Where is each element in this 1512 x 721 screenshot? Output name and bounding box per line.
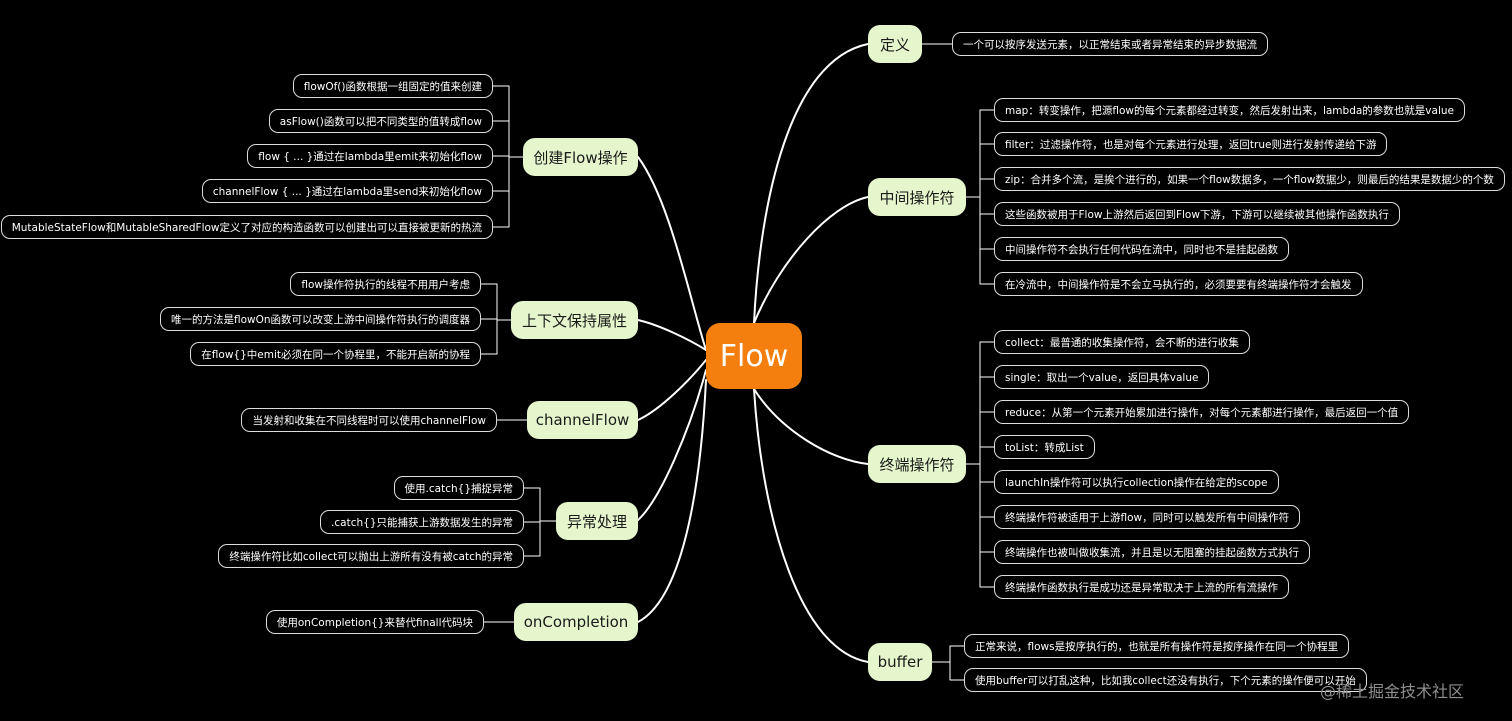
branch-context-preservation[interactable]: 上下文保持属性 <box>511 301 638 339</box>
leaf-exception-1[interactable]: 使用.catch{}捕捉异常 <box>393 476 524 500</box>
watermark: @稀土掘金技术社区 <box>1320 682 1465 701</box>
leaf-terminal-4[interactable]: toList：转成List <box>994 435 1095 459</box>
leaf-create-2[interactable]: asFlow()函数可以把不同类型的值转成flow <box>268 109 493 133</box>
leaf-buffer-1[interactable]: 正常来说，flows是按序执行的，也就是所有操作符是按序操作在同一个协程里 <box>964 634 1350 658</box>
leaf-terminal-8[interactable]: 终端操作函数执行是成功还是异常取决于上流的所有流操作 <box>994 575 1289 599</box>
leaf-channelflow-1[interactable]: 当发射和收集在不同线程时可以使用channelFlow <box>241 408 497 432</box>
leaf-intermediate-3[interactable]: zip：合并多个流，是挨个进行的，如果一个flow数据多，一个flow数据少，则… <box>994 167 1505 191</box>
root-node-flow[interactable]: Flow <box>706 323 802 389</box>
leaf-intermediate-6[interactable]: 在冷流中，中间操作符是不会立马执行的，必须要要有终端操作符才会触发 <box>994 272 1363 296</box>
leaf-terminal-3[interactable]: reduce：从第一个元素开始累加进行操作，对每个元素都进行操作，最后返回一个值 <box>994 400 1410 424</box>
branch-intermediate-operators[interactable]: 中间操作符 <box>868 178 966 216</box>
leaf-exception-3[interactable]: 终端操作符比如collect可以抛出上游所有没有被catch的异常 <box>218 544 524 568</box>
branch-oncompletion[interactable]: onCompletion <box>514 603 638 641</box>
leaf-context-1[interactable]: flow操作符执行的线程不用用户考虑 <box>290 272 481 296</box>
leaf-intermediate-4[interactable]: 这些函数被用于Flow上游然后返回到Flow下游，下游可以继续被其他操作函数执行 <box>994 202 1400 226</box>
leaf-terminal-6[interactable]: 终端操作符被适用于上游flow，同时可以触发所有中间操作符 <box>994 505 1301 529</box>
branch-channelflow[interactable]: channelFlow <box>527 401 638 439</box>
leaf-terminal-1[interactable]: collect：最普通的收集操作符，会不断的进行收集 <box>994 330 1250 354</box>
branch-buffer[interactable]: buffer <box>868 643 932 681</box>
branch-definition[interactable]: 定义 <box>868 25 922 63</box>
leaf-intermediate-1[interactable]: map：转变操作，把源flow的每个元素都经过转变，然后发射出来，lambda的… <box>994 98 1465 122</box>
branch-terminal-operators[interactable]: 终端操作符 <box>868 445 966 483</box>
leaf-terminal-5[interactable]: launchIn操作符可以执行collection操作在给定的scope <box>994 470 1279 494</box>
leaf-create-1[interactable]: flowOf()函数根据一组固定的值来创建 <box>292 74 493 98</box>
leaf-oncompletion-1[interactable]: 使用onCompletion{}来替代finall代码块 <box>265 610 484 634</box>
leaf-exception-2[interactable]: .catch{}只能捕获上游数据发生的异常 <box>320 510 524 534</box>
leaf-context-2[interactable]: 唯一的方法是flowOn函数可以改变上游中间操作符执行的调度器 <box>159 307 481 331</box>
branch-create-flow[interactable]: 创建Flow操作 <box>523 138 638 176</box>
leaf-intermediate-2[interactable]: filter：过滤操作符，也是对每个元素进行处理，返回true则进行发射传递给下… <box>994 132 1388 156</box>
leaf-create-5[interactable]: MutableStateFlow和MutableSharedFlow定义了对应的… <box>0 215 493 239</box>
leaf-buffer-2[interactable]: 使用buffer可以打乱这种，比如我collect还没有执行，下个元素的操作便可… <box>964 668 1367 692</box>
branch-exception-handling[interactable]: 异常处理 <box>556 502 638 540</box>
leaf-terminal-7[interactable]: 终端操作也被叫做收集流，并且是以无阻塞的挂起函数方式执行 <box>994 540 1310 564</box>
leaf-create-3[interactable]: flow { ... }通过在lambda里emit来初始化flow <box>247 144 493 168</box>
leaf-terminal-2[interactable]: single：取出一个value，返回具体value <box>994 365 1210 389</box>
leaf-context-3[interactable]: 在flow{}中emit必须在同一个协程里，不能开启新的协程 <box>190 342 481 366</box>
leaf-definition-1[interactable]: 一个可以按序发送元素，以正常结束或者异常结束的异步数据流 <box>952 32 1268 56</box>
leaf-create-4[interactable]: channelFlow { ... }通过在lambda里send来初始化flo… <box>201 179 493 203</box>
leaf-intermediate-5[interactable]: 中间操作符不会执行任何代码在流中，同时也不是挂起函数 <box>994 237 1289 261</box>
